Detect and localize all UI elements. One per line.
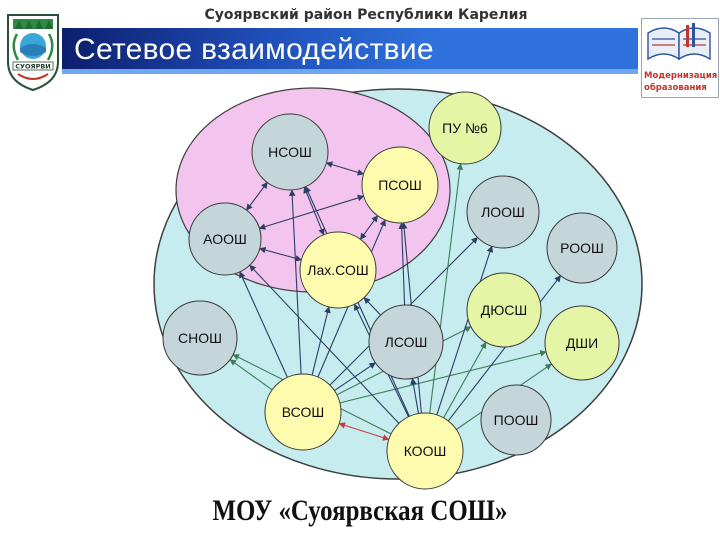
node-circle-loosh <box>466 175 540 249</box>
node-circle-roosh <box>546 212 618 284</box>
arrow-koosh-roosh <box>447 275 562 422</box>
node-label-lakh: Лах.СОШ <box>307 262 368 278</box>
node-circle-nsosh <box>251 113 329 191</box>
emblem-label: СУОЯРВИ <box>15 63 50 71</box>
node-circle-vsosh <box>264 373 342 451</box>
arrow-vsosh-koosh <box>338 422 390 441</box>
logo-line-1: Модернизация <box>644 71 718 81</box>
node-vsosh: ВСОШ <box>264 373 342 451</box>
arrow-nsosh-aoosh <box>246 181 268 211</box>
node-pu6: ПУ №6 <box>428 91 502 165</box>
node-psosh: ПСОШ <box>361 146 439 224</box>
slide-title: Сетевое взаимодействие <box>74 33 434 66</box>
node-circle-lakh <box>299 231 377 309</box>
node-nsosh: НСОШ <box>251 113 329 191</box>
node-poosh: ПООШ <box>480 384 552 456</box>
node-circle-koosh <box>386 412 464 490</box>
node-roosh: РООШ <box>546 212 618 284</box>
node-lakh: Лах.СОШ <box>299 231 377 309</box>
arrow-lsosh-lakh <box>363 297 382 316</box>
node-label-snosh: СНОШ <box>178 330 222 346</box>
emblem-shield-icon: СУОЯРВИ <box>7 14 59 92</box>
node-label-roosh: РООШ <box>560 240 604 256</box>
arrow-lsosh-psosh <box>398 222 406 306</box>
node-circle-pu6 <box>428 91 502 165</box>
region-title-bar: Суоярвский район Республики Карелия <box>0 0 720 26</box>
node-snosh: СНОШ <box>162 300 238 376</box>
arrow-vsosh-dshi <box>339 350 547 404</box>
school-nodes: НСОШ ПСОШ ПУ №6 АООШ Лах.СОШ ЛООШ РООШ ДЮСШ СНОШ… <box>162 91 620 490</box>
arrow-vsosh-nsosh <box>288 189 302 375</box>
title-banner: Сетевое взаимодействие <box>62 28 638 74</box>
node-label-koosh: КООШ <box>404 443 447 459</box>
district-emblem-icon: СУОЯРВИ <box>4 12 62 92</box>
arrow-aoosh-lakh <box>259 246 303 262</box>
node-label-aoosh: АООШ <box>203 231 247 247</box>
arrow-koosh-loosh <box>436 245 494 416</box>
arrow-koosh-aoosh <box>249 264 400 424</box>
arrow-psosh-lakh <box>359 215 379 240</box>
school-name-caption: МОУ «Суоярвская СОШ» <box>212 494 508 527</box>
node-label-loosh: ЛООШ <box>481 204 525 220</box>
node-circle-dyussh <box>466 272 542 348</box>
node-label-nsosh: НСОШ <box>268 144 312 160</box>
node-label-vsosh: ВСОШ <box>282 404 324 420</box>
arrow-aoosh-psosh <box>258 194 365 230</box>
node-label-psosh: ПСОШ <box>378 177 422 193</box>
region-title: Суоярвский район Республики Карелия <box>204 7 528 23</box>
node-label-dshi: ДШИ <box>566 335 598 351</box>
node-koosh: КООШ <box>386 412 464 490</box>
arrow-vsosh-snosh <box>229 359 273 391</box>
arrow-koosh-lsosh <box>410 377 420 414</box>
node-dyussh: ДЮСШ <box>466 272 542 348</box>
node-label-dyussh: ДЮСШ <box>481 302 527 318</box>
node-circle-aoosh <box>188 202 262 276</box>
node-circle-poosh <box>480 384 552 456</box>
node-label-poosh: ПООШ <box>494 412 539 428</box>
arrow-koosh-dyussh <box>443 341 487 419</box>
node-loosh: ЛООШ <box>466 175 540 249</box>
node-circle-snosh <box>162 300 238 376</box>
node-circle-dshi <box>544 305 620 381</box>
arrow-nsosh-psosh <box>325 161 365 176</box>
node-label-lsosh: ЛСОШ <box>385 334 428 350</box>
node-aoosh: АООШ <box>188 202 262 276</box>
open-book-icon <box>647 23 711 61</box>
node-dshi: ДШИ <box>544 305 620 381</box>
arrow-vsosh-aoosh <box>239 271 288 378</box>
modernization-logo: Модернизация образования <box>641 18 719 98</box>
node-label-pu6: ПУ №6 <box>442 120 488 136</box>
node-circle-psosh <box>361 146 439 224</box>
arrow-koosh-pu6 <box>429 163 464 414</box>
node-circle-lsosh <box>368 304 444 380</box>
node-lsosh: ЛСОШ <box>368 304 444 380</box>
logo-line-2: образования <box>644 83 707 93</box>
